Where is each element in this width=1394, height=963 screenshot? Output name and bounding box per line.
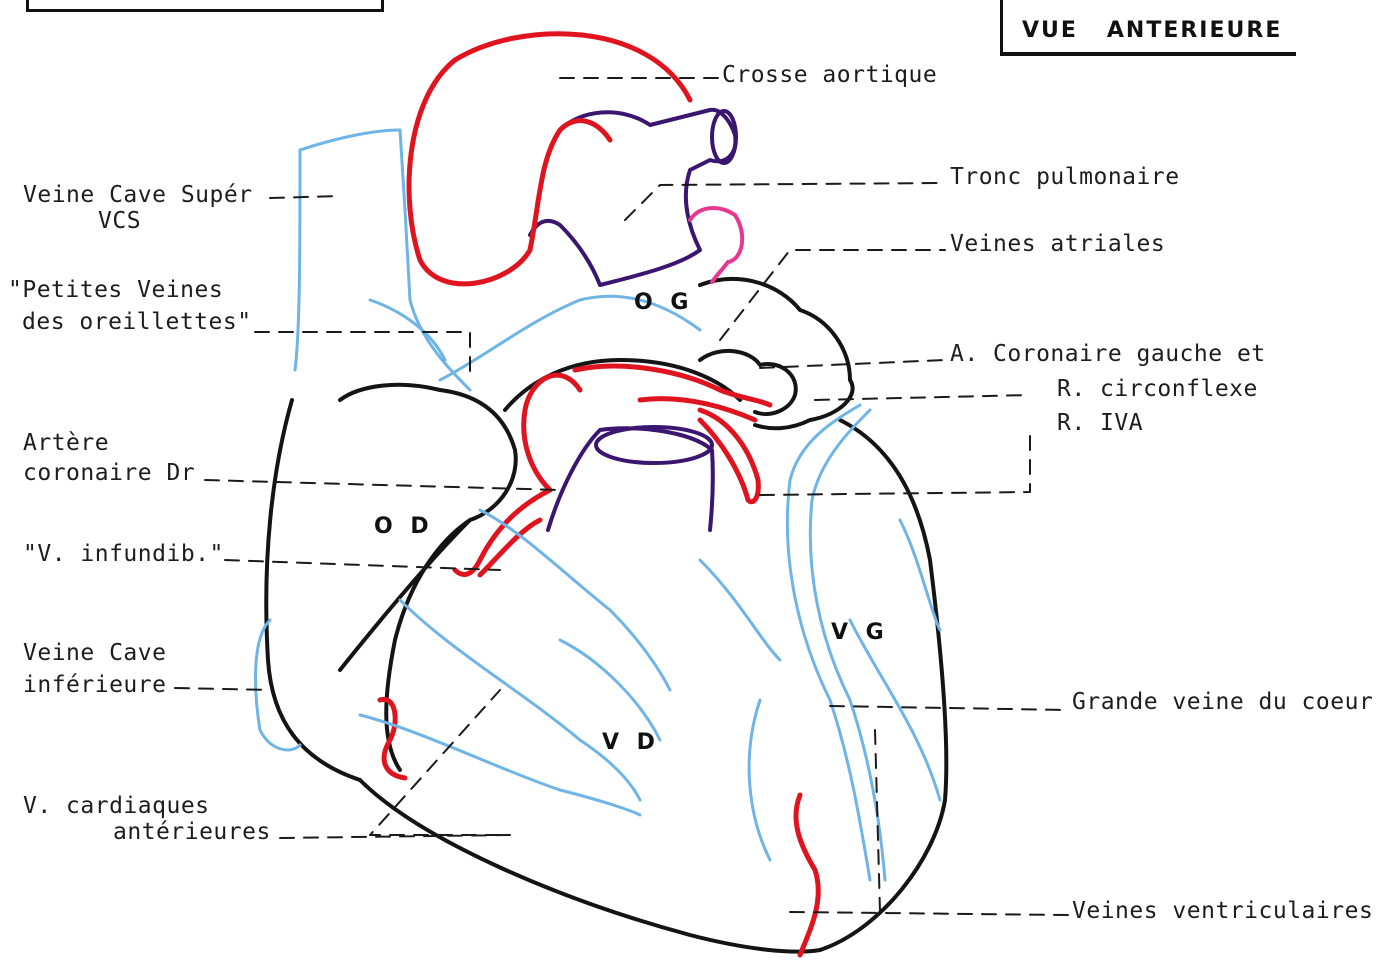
label-v-infundib: "V. infundib."	[23, 541, 224, 567]
leader-ventriculaires	[790, 912, 1068, 915]
label-artere-coronaire-dr-2: coronaire Dr	[23, 460, 195, 486]
inferior-vena-cava	[256, 620, 300, 750]
region-od: O D	[374, 514, 434, 539]
heart-outline	[266, 279, 946, 952]
superior-vena-cava	[300, 130, 470, 390]
ventricular-vein-2	[850, 620, 940, 800]
leader-coronaire-gauche	[760, 360, 945, 368]
apex-artery	[796, 795, 818, 955]
left-coronary-second	[640, 399, 755, 420]
leader-grande-veine	[830, 706, 1068, 710]
label-crosse-aortique: Crosse aortique	[722, 62, 937, 88]
aortic-arch	[409, 34, 690, 284]
aorta-root	[548, 428, 713, 530]
label-artere-coronaire-dr-1: Artère	[23, 430, 109, 456]
region-vd: V D	[602, 730, 660, 755]
leader-tronc	[625, 183, 945, 220]
label-grande-veine: Grande veine du coeur	[1072, 689, 1373, 715]
vein-branch-a	[700, 560, 780, 660]
leader-vcs	[270, 196, 340, 198]
region-og: O G	[634, 290, 693, 315]
label-petites-veines-1: "Petites Veines	[8, 277, 223, 303]
svc-left-wall	[295, 150, 300, 370]
label-coronaire-gauche-2: R. circonflexe	[1057, 376, 1258, 402]
label-vcs-1: Veine Cave Supér	[23, 182, 253, 208]
arteries	[380, 34, 818, 955]
veins	[256, 130, 940, 880]
anterior-cardiac-vein-2	[400, 600, 640, 800]
aorta-opening	[596, 427, 712, 463]
label-veines-ventriculaires: Veines ventriculaires	[1072, 898, 1373, 924]
ventricular-vein-1	[900, 520, 940, 630]
right-heart-border	[266, 400, 360, 780]
label-tronc-pulmonaire: Tronc pulmonaire	[950, 164, 1180, 190]
leader-circonflexe	[815, 395, 1030, 400]
leader-lines	[175, 78, 1068, 915]
label-vcs-2: VCS	[98, 208, 141, 234]
iva-artery	[700, 410, 758, 502]
great-vessels	[530, 110, 736, 530]
infundibular-vein	[480, 510, 670, 690]
label-veines-atriales: Veines atriales	[950, 231, 1165, 257]
leader-iva	[760, 430, 1030, 495]
label-coronaire-gauche-1: A. Coronaire gauche et	[950, 341, 1266, 367]
ventricular-vein-3	[749, 700, 770, 860]
marginal-artery	[380, 699, 405, 778]
label-vci-1: Veine Cave	[23, 640, 166, 666]
label-coronaire-gauche-3: R. IVA	[1057, 410, 1143, 436]
interventricular-groove	[386, 520, 470, 770]
pulmonary-trunk	[530, 110, 735, 285]
vein-branch-b	[560, 640, 660, 740]
leader-coronaire-dr	[205, 480, 560, 490]
region-vg: V G	[831, 620, 889, 645]
right-coronary-artery	[455, 375, 580, 574]
label-v-cardiaques-1: V. cardiaques	[23, 793, 210, 819]
label-v-cardiaques-2: antérieures	[113, 819, 271, 845]
leader-veines-atriales	[720, 250, 945, 340]
great-vein-companion	[810, 410, 885, 880]
pulmonary-branch-end	[712, 111, 736, 163]
label-petites-veines-2: des oreillettes"	[22, 309, 252, 335]
label-vci-2: inférieure	[23, 672, 166, 698]
